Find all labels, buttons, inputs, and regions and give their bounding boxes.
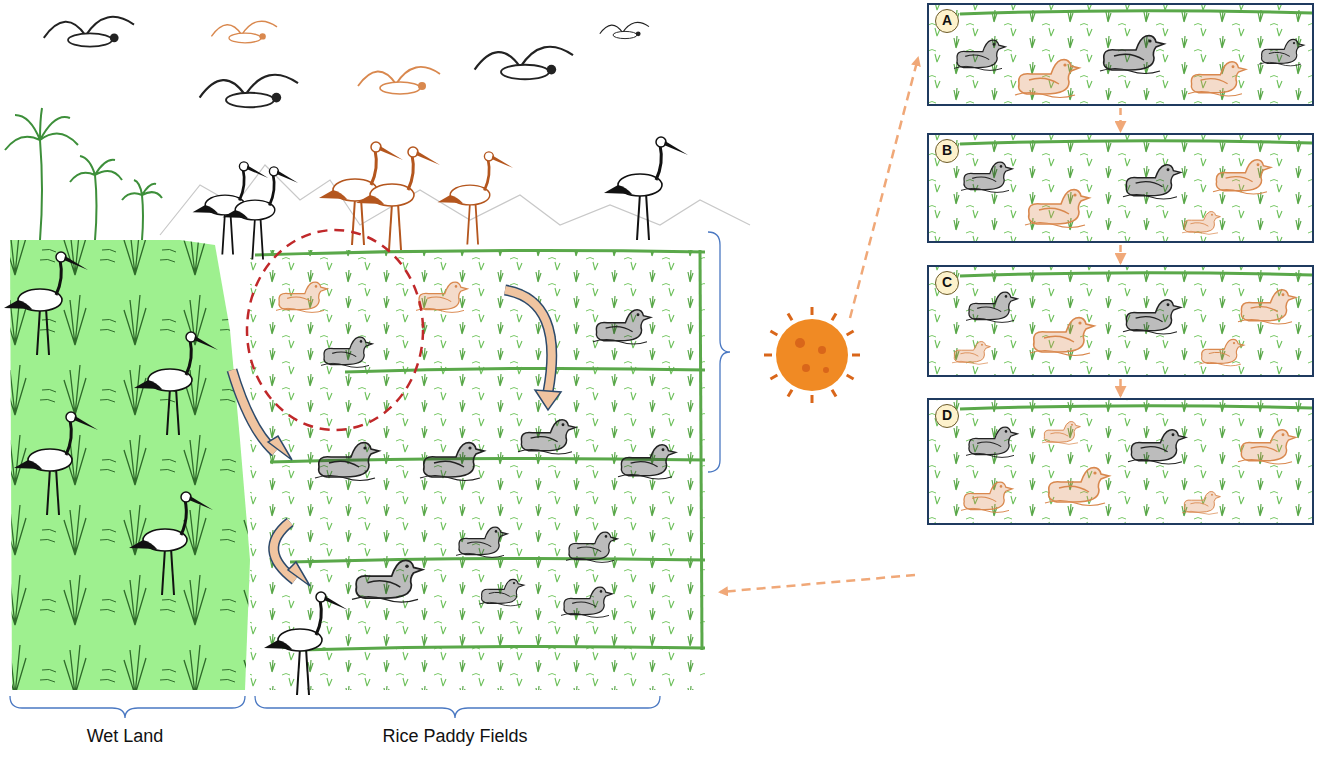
panel-letter: D bbox=[935, 404, 959, 428]
scene-panel: D bbox=[927, 398, 1314, 525]
scene-panel: A bbox=[927, 3, 1314, 106]
panel-letter: C bbox=[935, 271, 959, 295]
sequence-arrow bbox=[1119, 108, 1122, 131]
paddy-field bbox=[250, 250, 705, 690]
scene-panel: C bbox=[927, 265, 1314, 377]
storks bbox=[193, 137, 688, 695]
infection-zone bbox=[247, 230, 423, 430]
movement-arrows bbox=[232, 290, 561, 586]
scene-panel: B bbox=[927, 133, 1314, 243]
palm-trees bbox=[5, 108, 162, 240]
sequence-arrow bbox=[1119, 245, 1122, 263]
panel-letter: A bbox=[935, 9, 959, 33]
panel-scenes bbox=[928, 4, 1313, 524]
wetland bbox=[4, 240, 250, 690]
panel-letter: B bbox=[935, 139, 959, 163]
region-label: Rice Paddy Fields bbox=[382, 726, 527, 747]
ducks bbox=[276, 282, 676, 617]
spread-arrows bbox=[720, 58, 918, 592]
region-label: Wet Land bbox=[87, 726, 164, 747]
sequence-arrow bbox=[1119, 379, 1122, 396]
flying-birds bbox=[44, 17, 649, 107]
virus-icon bbox=[764, 307, 860, 403]
brackets bbox=[10, 232, 730, 718]
